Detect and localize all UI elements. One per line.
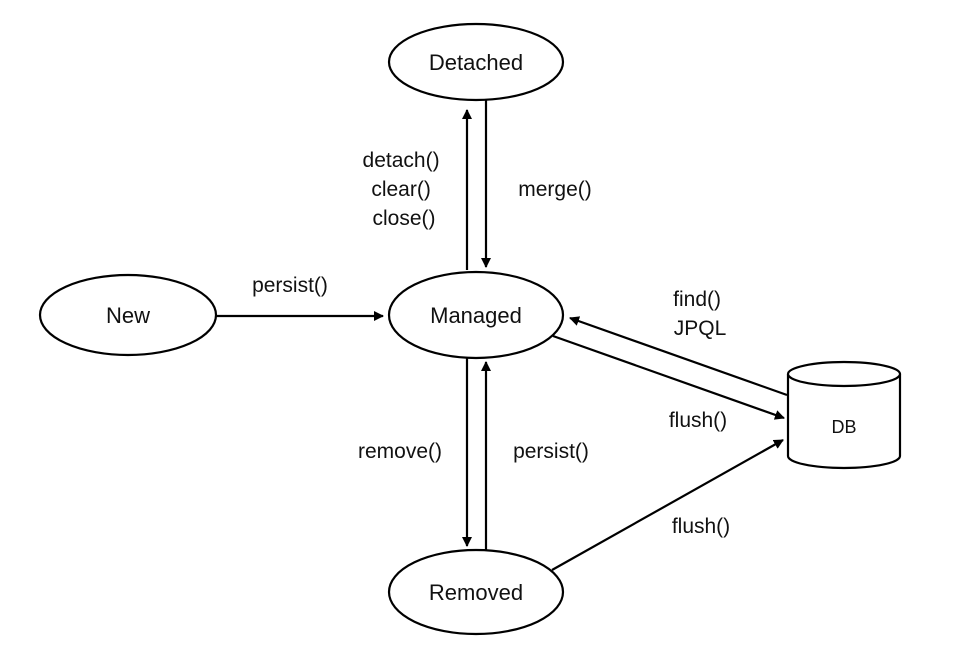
- edge-label-persist-removed: persist(): [513, 440, 589, 463]
- edge-label-flush-removed: flush(): [672, 515, 730, 538]
- edge-label-find: find() JPQL: [673, 288, 727, 340]
- edge-find: [569, 316, 788, 397]
- node-removed: Removed: [387, 548, 565, 636]
- edge-label-merge: merge(): [518, 178, 592, 201]
- node-detached: Detached: [387, 22, 565, 102]
- node-managed: Managed: [387, 270, 565, 360]
- edge-label-remove: remove(): [358, 440, 442, 463]
- edge-label-detach: detach() clear() close(): [363, 149, 446, 230]
- edge-label-flush-managed: flush(): [669, 409, 727, 432]
- node-managed-label: Managed: [430, 303, 522, 328]
- node-new: New: [38, 273, 218, 357]
- node-removed-label: Removed: [429, 580, 523, 605]
- edge-flush-removed: [551, 439, 784, 571]
- node-new-label: New: [106, 303, 150, 328]
- edge-label-persist-new: persist(): [252, 274, 328, 297]
- node-detached-label: Detached: [429, 50, 523, 75]
- node-db: DB: [786, 360, 902, 470]
- edge-flush-managed: [552, 334, 785, 420]
- node-db-label: DB: [831, 417, 856, 437]
